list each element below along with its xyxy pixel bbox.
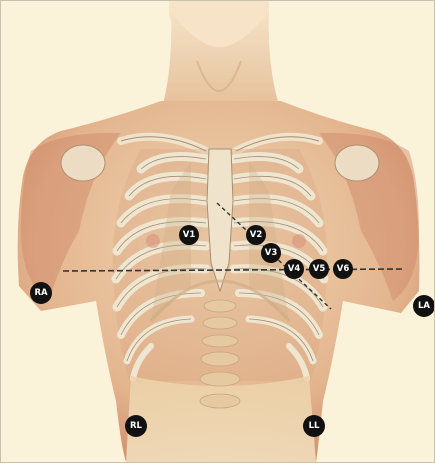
right-shoulder-joint [61, 145, 105, 181]
electrode-label-v5: V5 [313, 264, 326, 274]
electrode-label-v4: V4 [288, 264, 301, 274]
electrode-v2: V2 [246, 225, 266, 245]
electrode-label-la: LA [418, 301, 430, 311]
electrode-v5: V5 [309, 259, 329, 279]
left-shoulder-joint [335, 145, 379, 181]
electrode-la: LA [413, 295, 434, 317]
electrode-v1: V1 [179, 225, 199, 245]
electrode-v4: V4 [284, 259, 304, 279]
right-nipple [146, 234, 160, 248]
electrode-label-ll: LL [309, 421, 320, 431]
electrode-v6: V6 [333, 259, 353, 279]
abdomen [126, 376, 316, 462]
electrode-label-v2: V2 [250, 230, 263, 240]
left-nipple [292, 234, 306, 248]
electrode-label-v1: V1 [183, 230, 196, 240]
electrode-label-ra: RA [34, 288, 48, 298]
electrode-v3: V3 [261, 243, 281, 263]
electrode-rl: RL [125, 415, 147, 437]
electrode-label-rl: RL [130, 421, 143, 431]
electrode-ll: LL [303, 415, 325, 437]
electrode-ra: RA [30, 282, 52, 304]
electrode-label-v6: V6 [337, 264, 350, 274]
electrode-label-v3: V3 [265, 248, 278, 258]
